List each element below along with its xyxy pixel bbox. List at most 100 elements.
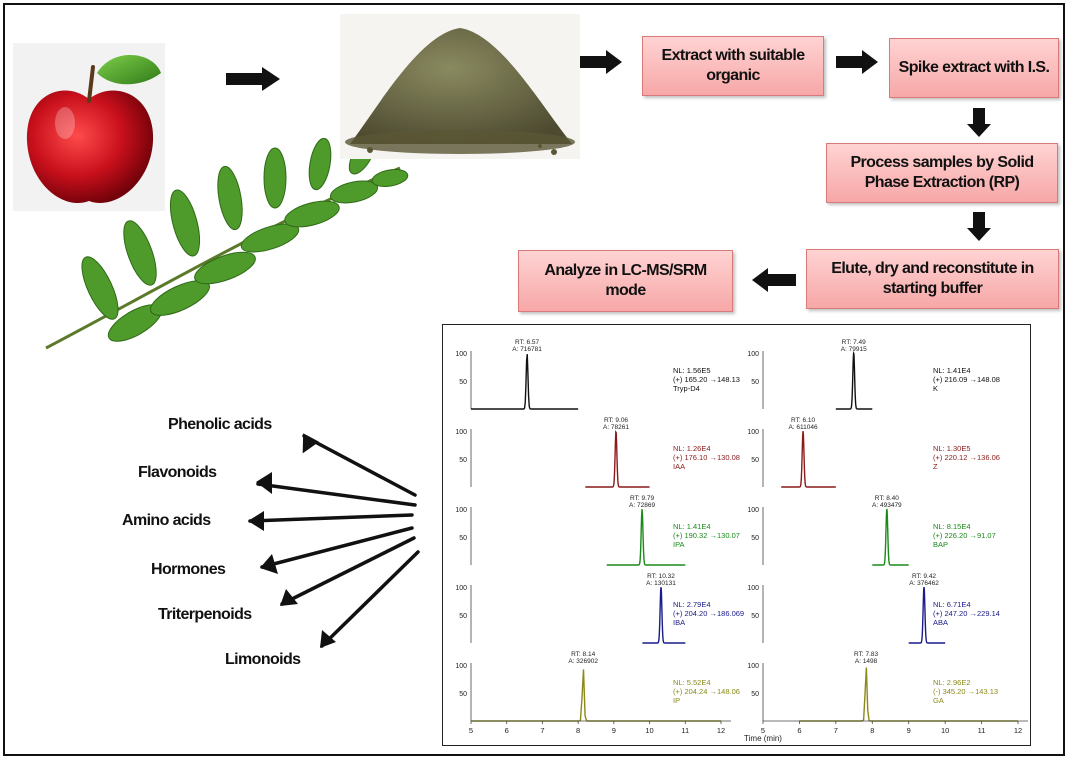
trace-info-label: (+) 165.20 →148.13	[673, 375, 740, 384]
area-label: A: 1498	[855, 658, 878, 665]
y-tick-label: 100	[455, 585, 467, 592]
step-analyze-box: Analyze in LC-MS/SRM mode	[518, 250, 733, 312]
x-tick-label: 9	[907, 726, 911, 735]
rt-label: RT: 7.83	[854, 651, 878, 658]
trace-info-label: (+) 247.20 →229.14	[933, 609, 1000, 618]
y-tick-label: 100	[747, 663, 759, 670]
x-tick-label: 6	[797, 726, 801, 735]
y-tick-label: 50	[459, 457, 467, 464]
y-tick-label: 100	[455, 663, 467, 670]
trace-info-label: NL: 8.15E4	[933, 522, 971, 531]
class-flavonoids: Flavonoids	[138, 464, 217, 481]
y-tick-label: 100	[455, 507, 467, 514]
trace-info-label: (+) 216.09 →148.08	[933, 375, 1000, 384]
area-label: A: 611046	[788, 424, 818, 431]
step-elute-box: Elute, dry and reconstitute in starting …	[806, 249, 1059, 309]
y-tick-label: 50	[459, 379, 467, 386]
chromatogram-trace-Tryp-D4	[471, 354, 579, 410]
x-tick-label: 8	[576, 726, 580, 735]
trace-info-label: IP	[673, 696, 680, 705]
x-tick-label: 8	[870, 726, 874, 735]
trace-info-label: ABA	[933, 618, 948, 627]
trace-info-label: NL: 1.30E5	[933, 444, 971, 453]
trace-info-label: (+) 204.24 →148.06	[673, 687, 740, 696]
rt-label: RT: 6.57	[515, 339, 539, 346]
area-label: A: 493479	[872, 502, 902, 509]
class-phenolic-acids: Phenolic acids	[168, 416, 272, 433]
trace-info-label: NL: 1.41E4	[673, 522, 711, 531]
powder-pile-icon	[340, 14, 580, 159]
area-label: A: 376462	[909, 580, 939, 587]
y-tick-label: 50	[459, 613, 467, 620]
trace-info-label: IPA	[673, 540, 685, 549]
y-tick-label: 50	[459, 535, 467, 542]
y-tick-label: 50	[751, 613, 759, 620]
class-amino-acids: Amino acids	[122, 512, 211, 529]
trace-info-label: BAP	[933, 540, 948, 549]
x-tick-label: 11	[978, 726, 986, 735]
chromatogram-trace-ABA	[908, 586, 946, 644]
trace-info-label: NL: 5.52E4	[673, 678, 711, 687]
trace-info-label: (+) 204.20 →186.069	[673, 609, 744, 618]
rt-label: RT: 9.79	[630, 495, 654, 502]
rt-label: RT: 7.49	[842, 339, 866, 346]
y-tick-label: 100	[747, 351, 759, 358]
step-spe-box: Process samples by Solid Phase Extractio…	[826, 143, 1058, 203]
area-label: A: 72869	[629, 502, 655, 509]
chromatogram-trace-Z	[781, 430, 836, 488]
trace-info-label: NL: 1.41E4	[933, 366, 971, 375]
trace-info-label: Z	[933, 462, 938, 471]
y-tick-label: 100	[455, 429, 467, 436]
chromatogram-trace-BAP	[872, 508, 909, 566]
x-tick-label: 7	[540, 726, 544, 735]
y-tick-label: 100	[747, 585, 759, 592]
step-spike-box: Spike extract with I.S.	[889, 38, 1059, 98]
x-tick-label: 11	[681, 726, 689, 735]
rt-label: RT: 8.40	[875, 495, 899, 502]
x-tick-label: 10	[645, 726, 653, 735]
trace-info-label: IAA	[673, 462, 685, 471]
area-label: A: 130131	[646, 580, 676, 587]
x-tick-label: 12	[717, 726, 725, 735]
rt-label: RT: 9.06	[604, 417, 628, 424]
x-tick-label: 9	[612, 726, 616, 735]
apple-photo	[13, 43, 165, 211]
trace-info-label: GA	[933, 696, 944, 705]
class-limonoids: Limonoids	[225, 651, 301, 668]
trace-info-label: K	[933, 384, 938, 393]
area-label: A: 79915	[841, 346, 867, 353]
trace-info-label: (+) 226.20 →91.07	[933, 531, 996, 540]
trace-info-label: (+) 220.12 →136.06	[933, 453, 1000, 462]
x-axis-title: Time (min)	[744, 734, 782, 743]
trace-info-label: NL: 1.56E5	[673, 366, 711, 375]
trace-info-label: Tryp-D4	[673, 384, 700, 393]
trace-info-label: (+) 176.10 →130.08	[673, 453, 740, 462]
chromatogram-trace-IAA	[585, 429, 650, 488]
rt-label: RT: 8.14	[571, 651, 595, 658]
trace-info-label: NL: 2.96E2	[933, 678, 971, 687]
chromatogram-trace-K	[835, 351, 873, 410]
y-tick-label: 50	[751, 535, 759, 542]
class-hormones: Hormones	[151, 561, 226, 578]
step-extract-box: Extract with suitable organic	[642, 36, 824, 96]
y-tick-label: 50	[459, 691, 467, 698]
x-tick-label: 10	[941, 726, 949, 735]
chromatogram-trace-IPA	[606, 508, 686, 566]
trace-info-label: NL: 6.71E4	[933, 600, 971, 609]
y-tick-label: 50	[751, 457, 759, 464]
x-tick-label: 7	[834, 726, 838, 735]
trace-info-label: IBA	[673, 618, 685, 627]
x-tick-label: 5	[469, 726, 473, 735]
y-tick-label: 100	[747, 429, 759, 436]
trace-info-label: NL: 2.79E4	[673, 600, 711, 609]
trace-info-label: NL: 1.26E4	[673, 444, 711, 453]
y-tick-label: 50	[751, 691, 759, 698]
curry-leaf-icon	[45, 138, 409, 350]
area-label: A: 78261	[603, 424, 629, 431]
y-tick-label: 50	[751, 379, 759, 386]
trace-info-label: (+) 190.32 →130.07	[673, 531, 740, 540]
rt-label: RT: 10.32	[647, 573, 675, 580]
